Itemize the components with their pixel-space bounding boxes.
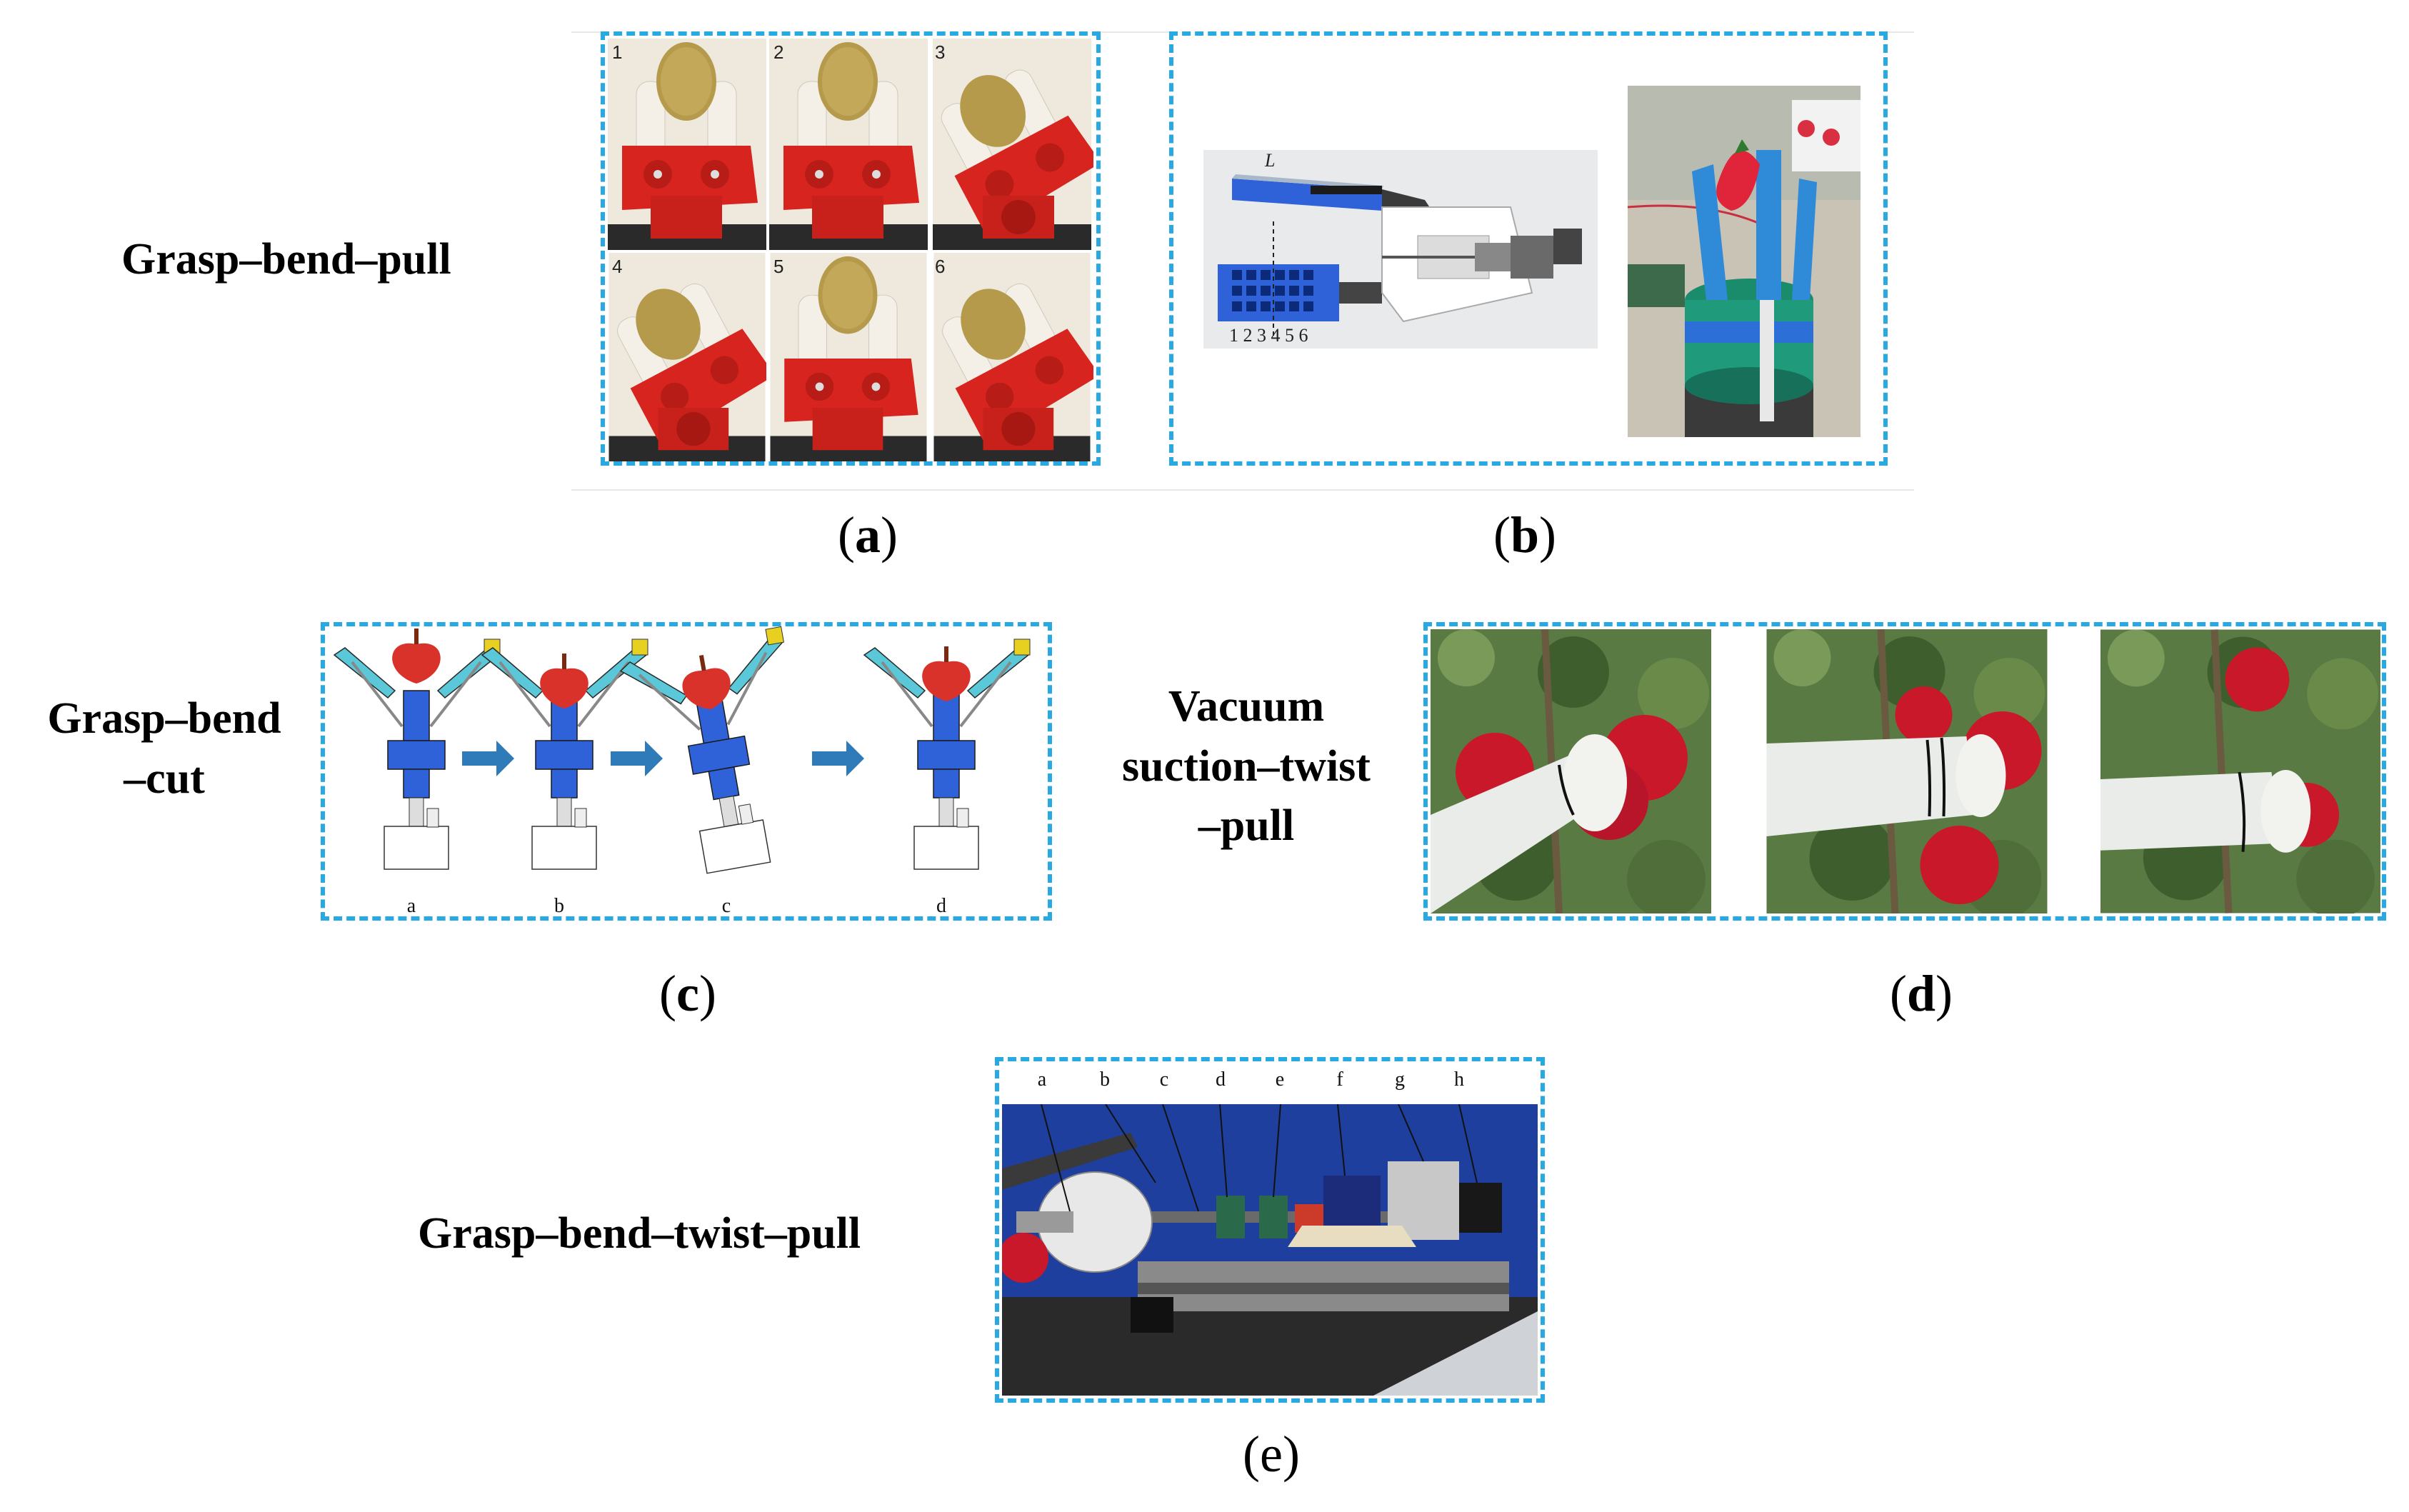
method-label-d-line2: suction–twist (1122, 741, 1371, 791)
kiwi-frame-2 (769, 39, 928, 250)
panel-a-frame: 1 2 3 4 5 6 (601, 31, 1101, 466)
part-letter-b: b (1100, 1068, 1110, 1091)
frame-number-3: 3 (935, 41, 946, 63)
suction-photo-1 (1431, 629, 1711, 913)
method-label-d-line1: Vacuum (1168, 682, 1325, 731)
panel-b-frame: L 1 2 3 4 5 6 (1169, 31, 1888, 466)
strawberry-gripper-photo (1628, 86, 1860, 437)
kiwi-frame-6 (931, 253, 1093, 461)
method-label-d: Vacuum suction–twist –pull (1082, 677, 1411, 856)
caption-c-letter: c (676, 965, 699, 1022)
method-label-c: Grasp–bend –cut (21, 689, 307, 808)
method-label-d-line3: –pull (1198, 801, 1295, 851)
caption-d-letter: d (1906, 965, 1936, 1022)
panel-e-frame: a b c d e f g h (995, 1057, 1545, 1403)
frame-number-2: 2 (773, 41, 784, 63)
frame-number-5: 5 (773, 256, 784, 277)
panel-c-frame: a b c d (321, 622, 1052, 921)
part-letter-c: c (1159, 1068, 1169, 1091)
tactile-gripper-render (1203, 150, 1598, 349)
caption-d: (d) (1889, 965, 1953, 1022)
caption-e-letter: e (1260, 1426, 1283, 1483)
parallel-gripper-sequence (333, 626, 1031, 883)
axis-letter-l: L (1265, 150, 1276, 171)
method-label-a: Grasp–bend–pull (121, 235, 451, 284)
caption-b: (b) (1493, 506, 1556, 564)
part-letter-g: g (1395, 1068, 1405, 1091)
part-letter-e: e (1275, 1068, 1285, 1091)
method-label-c-line1: Grasp–bend (47, 694, 281, 743)
frame-number-4: 4 (612, 256, 623, 277)
frame-number-1: 1 (612, 41, 623, 63)
part-letter-d: d (1216, 1068, 1226, 1091)
tactile-scale-numbers: 1 2 3 4 5 6 (1229, 325, 1308, 346)
kiwi-frame-5 (769, 253, 928, 461)
stage-letter-b: b (554, 895, 564, 917)
stage-letter-d: d (936, 895, 946, 917)
stage-letter-a: a (406, 895, 416, 917)
part-letter-f: f (1336, 1068, 1343, 1091)
part-letter-h: h (1454, 1068, 1464, 1091)
part-letter-a: a (1037, 1068, 1047, 1091)
caption-b-letter: b (1510, 506, 1540, 564)
caption-a: (a) (838, 506, 898, 564)
caption-c: (c) (659, 965, 716, 1022)
suction-photo-3 (2100, 629, 2380, 913)
method-label-e: Grasp–bend–twist–pull (418, 1209, 861, 1258)
kiwi-frame-3 (931, 39, 1093, 250)
caption-a-letter: a (855, 506, 881, 564)
figure-hairline-bottom (571, 489, 1914, 491)
stage-letter-c: c (721, 895, 731, 917)
frame-number-6: 6 (935, 256, 946, 277)
caption-e: (e) (1243, 1426, 1300, 1483)
test-bench-photo (1002, 1104, 1538, 1396)
method-label-c-line2: –cut (124, 754, 205, 803)
panel-d-frame (1423, 622, 2386, 921)
kiwi-frame-4 (608, 253, 766, 461)
suction-photo-2 (1763, 629, 2050, 913)
kiwi-frame-1 (608, 39, 766, 250)
